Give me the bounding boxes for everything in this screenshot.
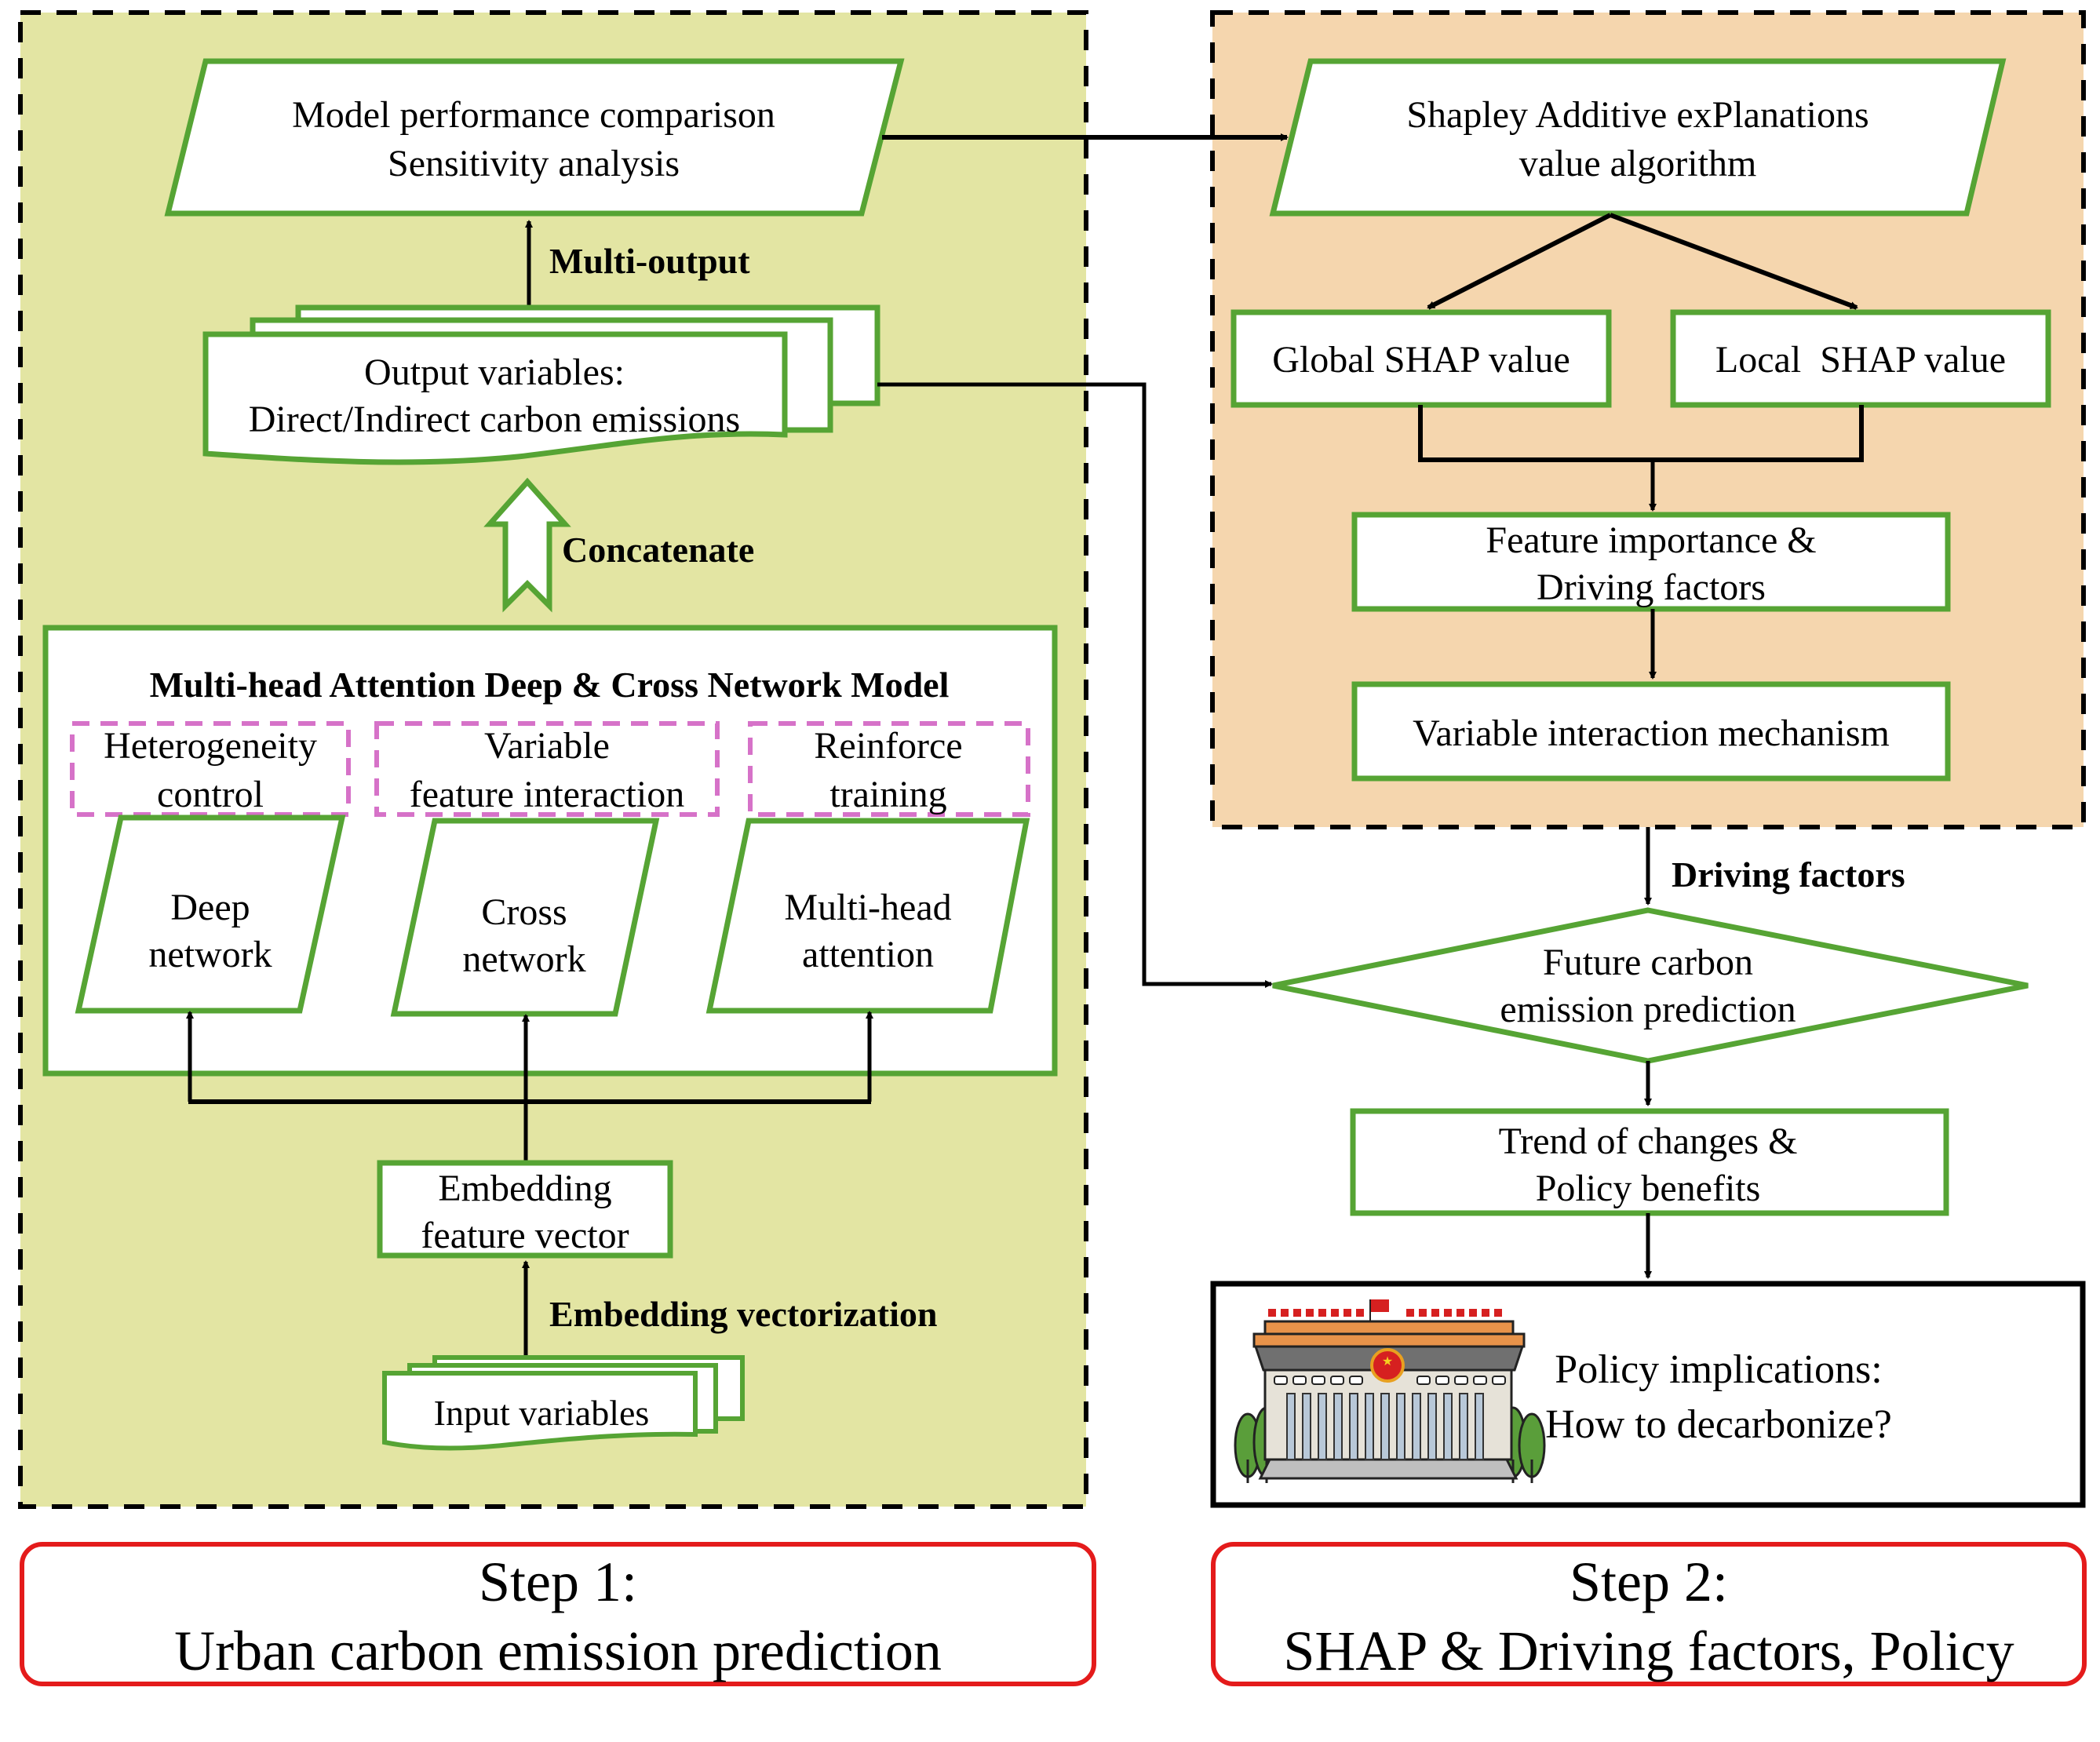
output-variables-line1: Output variables: [364, 352, 625, 393]
network-line2: network [462, 938, 585, 980]
module-line1: Heterogeneity [104, 725, 317, 767]
driving-factors-label: Driving factors [1672, 855, 1905, 895]
network-line2: network [148, 934, 272, 975]
arrow-shap-to-local [1609, 213, 1858, 310]
policy-line2: How to decarbonize? [1545, 1402, 1892, 1447]
policy-node[interactable]: ★ Policy implications: How to decarboniz… [1210, 1281, 2086, 1508]
module-line1: Variable [484, 725, 610, 767]
network-line1: Multi-head [784, 887, 951, 928]
embedding-line2: feature vector [421, 1215, 629, 1256]
variable-interaction-node[interactable]: Variable interaction mechanism [1351, 681, 1951, 782]
embedding-vectorization-label: Embedding vectorization [549, 1294, 937, 1334]
module-line2: control [157, 774, 264, 815]
concatenate-label: Concatenate [562, 530, 754, 570]
trend-node[interactable]: Trend of changes & Policy benefits [1350, 1108, 1949, 1216]
embedding-line1: Embedding [438, 1168, 611, 1209]
module-variable-feature-interaction[interactable]: Variable feature interaction [374, 721, 720, 817]
global-shap-label: Global SHAP value [1272, 339, 1570, 381]
input-variables-label: Input variables [434, 1393, 650, 1433]
feature-importance-node[interactable]: Feature importance & Driving factors [1351, 512, 1951, 612]
local-shap-label: Local SHAP value [1715, 339, 2006, 381]
step1-label-line2: Urban carbon emission prediction [174, 1620, 942, 1682]
feature-importance-line1: Feature importance & [1486, 519, 1816, 561]
module-line1: Reinforce [814, 725, 962, 767]
arrow-output-to-prediction [877, 382, 1273, 988]
trend-line1: Trend of changes & [1499, 1121, 1798, 1162]
network-line1: Cross [481, 891, 567, 933]
module-line2: training [829, 774, 946, 815]
model-performance-line1: Model performance comparison [292, 94, 775, 136]
future-prediction-line1: Future carbon [1543, 942, 1753, 983]
concatenate-arrow-icon [483, 477, 571, 613]
arrow-shap-to-global [1427, 213, 1612, 310]
module-reinforce-training[interactable]: Reinforce training [748, 721, 1030, 817]
network-line2: attention [802, 934, 934, 975]
variable-interaction-label: Variable interaction mechanism [1413, 712, 1890, 754]
embedding-node[interactable]: Embedding feature vector [377, 1160, 673, 1259]
step2-label-line2: SHAP & Driving factors, Policy [1283, 1620, 2014, 1682]
shap-algorithm-line1: Shapley Additive exPlanations [1406, 94, 1868, 136]
module-line2: feature interaction [410, 774, 684, 815]
model-box-title: Multi-head Attention Deep & Cross Networ… [150, 665, 950, 705]
local-shap-node[interactable]: Local SHAP value [1670, 309, 2051, 408]
multi-output-label: Multi-output [549, 241, 750, 281]
global-shap-node[interactable]: Global SHAP value [1230, 309, 1612, 408]
future-prediction-node[interactable]: Future carbon emission prediction [1272, 907, 2029, 1064]
government-building-icon: ★ [1234, 1299, 1546, 1483]
shap-algorithm-line2: value algorithm [1519, 143, 1757, 184]
module-heterogeneity-control[interactable]: Heterogeneity control [70, 721, 351, 817]
step1-label: Step 1: Urban carbon emission prediction [20, 1542, 1096, 1686]
model-performance-line2: Sensitivity analysis [388, 143, 680, 184]
future-prediction-line2: emission prediction [1500, 989, 1796, 1030]
policy-line1: Policy implications: [1555, 1347, 1882, 1392]
network-line1: Deep [170, 887, 250, 928]
svg-text:★: ★ [1382, 1354, 1393, 1368]
trend-line2: Policy benefits [1536, 1168, 1761, 1209]
feature-importance-line2: Driving factors [1537, 567, 1766, 608]
model-performance-node[interactable]: Model performance comparison Sensitivity… [164, 58, 905, 217]
shap-algorithm-node[interactable]: Shapley Additive exPlanations value algo… [1269, 58, 2007, 217]
multi-head-attention-node[interactable]: Multi-head attention [705, 818, 1030, 1014]
output-variables-node[interactable]: Output variables: Direct/Indirect carbon… [202, 304, 880, 465]
step1-label-line1: Step 1: [479, 1551, 637, 1613]
cross-network-node[interactable]: Cross network [390, 818, 660, 1017]
output-variables-line2: Direct/Indirect carbon emissions [249, 399, 740, 440]
input-variables-node[interactable]: Input variables [382, 1355, 745, 1451]
deep-network-node[interactable]: Deep network [75, 815, 346, 1014]
step2-label-line1: Step 2: [1570, 1551, 1728, 1613]
merge-connector [1418, 405, 1864, 462]
step2-label: Step 2: SHAP & Driving factors, Policy [1211, 1542, 2087, 1686]
